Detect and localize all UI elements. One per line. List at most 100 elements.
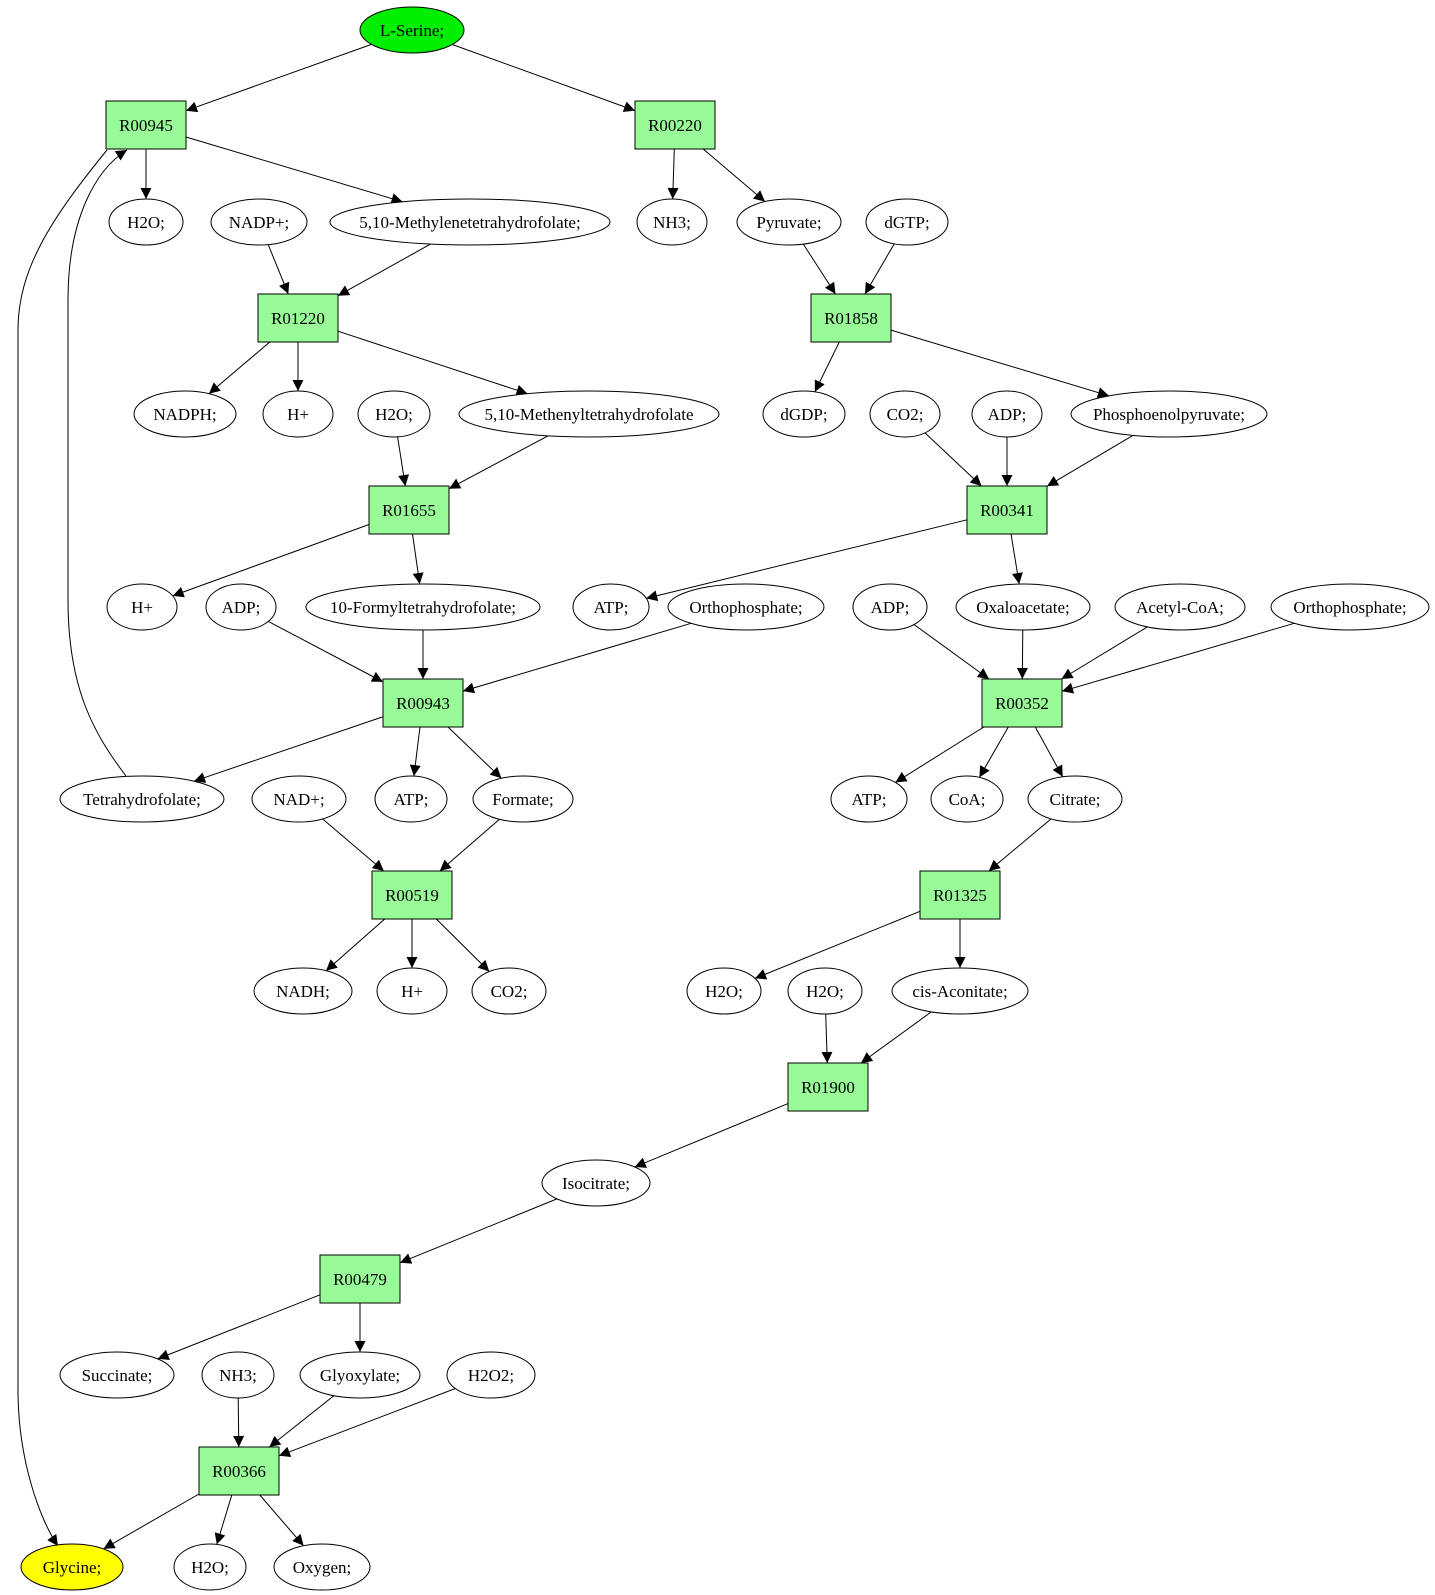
- compound-node-pep[interactable]: Phosphoenolpyruvate;: [1070, 390, 1268, 438]
- edge-glyoxylate-to-r00366: [268, 1395, 335, 1448]
- reaction-box: [919, 870, 1001, 920]
- compound-node-h2o_2[interactable]: H2O;: [357, 390, 431, 438]
- reaction-box: [368, 485, 450, 535]
- compound-node-methenyl[interactable]: 5,10-Methenyltetrahydrofolate: [458, 390, 720, 438]
- compound-node-nadph[interactable]: NADPH;: [133, 390, 237, 438]
- compound-node-h2o_4[interactable]: H2O;: [787, 967, 863, 1015]
- compound-node-coa[interactable]: CoA;: [930, 775, 1004, 823]
- compound-node-acetylcoa[interactable]: Acetyl-CoA;: [1114, 583, 1246, 631]
- edge-r01900-to-isocitrate: [634, 1103, 789, 1168]
- compound-node-cisaconitate[interactable]: cis-Aconitate;: [891, 967, 1029, 1015]
- reaction-node-r00220[interactable]: R00220: [634, 100, 716, 150]
- compound-ellipse: [273, 1543, 371, 1591]
- reaction-node-r01325[interactable]: R01325: [919, 870, 1001, 920]
- compound-node-h2o_3[interactable]: H2O;: [686, 967, 762, 1015]
- compound-node-serine[interactable]: L-Serine;: [359, 6, 465, 54]
- compound-ellipse: [59, 775, 225, 823]
- compound-node-orthophos_1[interactable]: Orthophosphate;: [667, 583, 825, 631]
- reaction-node-r00943[interactable]: R00943: [382, 678, 464, 728]
- edge-cisaconitate-to-r01900: [860, 1011, 932, 1064]
- node-label: Orthophosphate;: [1293, 598, 1406, 617]
- compound-node-atp_3[interactable]: ATP;: [830, 775, 908, 823]
- compound-ellipse: [865, 198, 949, 246]
- compound-node-glycine[interactable]: Glycine;: [20, 1543, 124, 1591]
- edge-serine-to-r00945: [185, 43, 372, 113]
- compound-node-succinate[interactable]: Succinate;: [59, 1351, 175, 1399]
- compound-node-nadplus[interactable]: NAD+;: [251, 775, 347, 823]
- compound-node-methylene[interactable]: 5,10-Methylenetetrahydrofolate;: [329, 198, 611, 246]
- compound-node-hplus_1[interactable]: H+: [262, 390, 334, 438]
- edge-r00519-to-nadh: [325, 918, 386, 972]
- edge-r01858-to-dgdp: [814, 341, 840, 393]
- compound-node-dgtp[interactable]: dGTP;: [865, 198, 949, 246]
- node-label: H2O;: [705, 982, 743, 1001]
- edge-r01220-to-methenyl: [337, 330, 528, 396]
- compound-ellipse: [374, 775, 448, 823]
- compound-node-orthophos_2[interactable]: Orthophosphate;: [1270, 583, 1430, 631]
- compound-node-nadpplus[interactable]: NADP+;: [210, 198, 308, 246]
- compound-node-nh3_1[interactable]: NH3;: [636, 198, 708, 246]
- node-label: NADH;: [276, 982, 330, 1001]
- compound-ellipse: [133, 390, 237, 438]
- compound-node-pyruvate[interactable]: Pyruvate;: [736, 198, 842, 246]
- reaction-node-r01655[interactable]: R01655: [368, 485, 450, 535]
- reaction-node-r00945[interactable]: R00945: [105, 100, 187, 150]
- compound-node-isocitrate[interactable]: Isocitrate;: [541, 1159, 651, 1207]
- compound-node-glyoxylate[interactable]: Glyoxylate;: [299, 1351, 421, 1399]
- node-label: NH3;: [653, 213, 691, 232]
- node-label: R01655: [382, 501, 436, 520]
- node-label: R00341: [980, 501, 1034, 520]
- reaction-node-r01858[interactable]: R01858: [810, 293, 892, 343]
- node-label: Oxygen;: [293, 1558, 352, 1577]
- node-label: R00479: [333, 1270, 387, 1289]
- compound-node-adp_3[interactable]: ADP;: [852, 583, 928, 631]
- edge-r00366-to-oxygen: [259, 1494, 304, 1547]
- compound-node-adp_2[interactable]: ADP;: [205, 583, 277, 631]
- compound-node-nh3_2[interactable]: NH3;: [201, 1351, 275, 1399]
- compound-node-nadh[interactable]: NADH;: [253, 967, 353, 1015]
- compound-node-atp_2[interactable]: ATP;: [374, 775, 448, 823]
- node-label: R00945: [119, 116, 173, 135]
- node-label: Glycine;: [43, 1558, 102, 1577]
- edge-pep-to-r00341: [1046, 434, 1134, 487]
- compound-node-h2o_5[interactable]: H2O;: [173, 1543, 247, 1591]
- compound-node-formate[interactable]: Formate;: [472, 775, 574, 823]
- edge-r00366-to-h2o_5: [214, 1494, 233, 1545]
- reaction-node-r00519[interactable]: R00519: [371, 870, 453, 920]
- reaction-node-r00352[interactable]: R00352: [981, 678, 1063, 728]
- node-label: cis-Aconitate;: [912, 982, 1007, 1001]
- compound-node-citrate[interactable]: Citrate;: [1027, 775, 1123, 823]
- edge-nh3_2-to-r00366: [233, 1397, 245, 1448]
- compound-node-atp_1[interactable]: ATP;: [572, 583, 650, 631]
- compound-ellipse: [472, 775, 574, 823]
- compound-node-thf[interactable]: Tetrahydrofolate;: [59, 775, 225, 823]
- edge-r00220-to-nh3_1: [667, 148, 679, 200]
- reaction-node-r00479[interactable]: R00479: [319, 1254, 401, 1304]
- reaction-node-r01220[interactable]: R01220: [257, 293, 339, 343]
- compound-node-co2_1[interactable]: CO2;: [869, 390, 941, 438]
- reaction-node-r01900[interactable]: R01900: [787, 1062, 869, 1112]
- compound-node-h2o2[interactable]: H2O2;: [446, 1351, 536, 1399]
- reaction-node-r00341[interactable]: R00341: [966, 485, 1048, 535]
- compound-node-hplus_3[interactable]: H+: [376, 967, 448, 1015]
- compound-node-adp_1[interactable]: ADP;: [971, 390, 1043, 438]
- node-label: NADPH;: [153, 405, 216, 424]
- edge-r01655-to-formylthf: [412, 533, 424, 585]
- compound-node-dgdp[interactable]: dGDP;: [762, 390, 846, 438]
- compound-node-oxaloacetate[interactable]: Oxaloacetate;: [955, 583, 1091, 631]
- compound-node-co2_2[interactable]: CO2;: [471, 967, 547, 1015]
- compound-ellipse: [262, 390, 334, 438]
- compound-node-formylthf[interactable]: 10-Formyltetrahydrofolate;: [305, 583, 541, 631]
- edge-acetylcoa-to-r00352: [1061, 626, 1148, 680]
- compound-node-hplus_2[interactable]: H+: [106, 583, 178, 631]
- compound-node-h2o_1[interactable]: H2O;: [108, 198, 184, 246]
- compound-ellipse: [458, 390, 720, 438]
- compound-ellipse: [329, 198, 611, 246]
- compound-node-oxygen[interactable]: Oxygen;: [273, 1543, 371, 1591]
- compound-ellipse: [305, 583, 541, 631]
- node-label: R00366: [212, 1462, 266, 1481]
- reaction-node-r00366[interactable]: R00366: [198, 1446, 280, 1496]
- node-label: H+: [401, 982, 423, 1001]
- compound-ellipse: [541, 1159, 651, 1207]
